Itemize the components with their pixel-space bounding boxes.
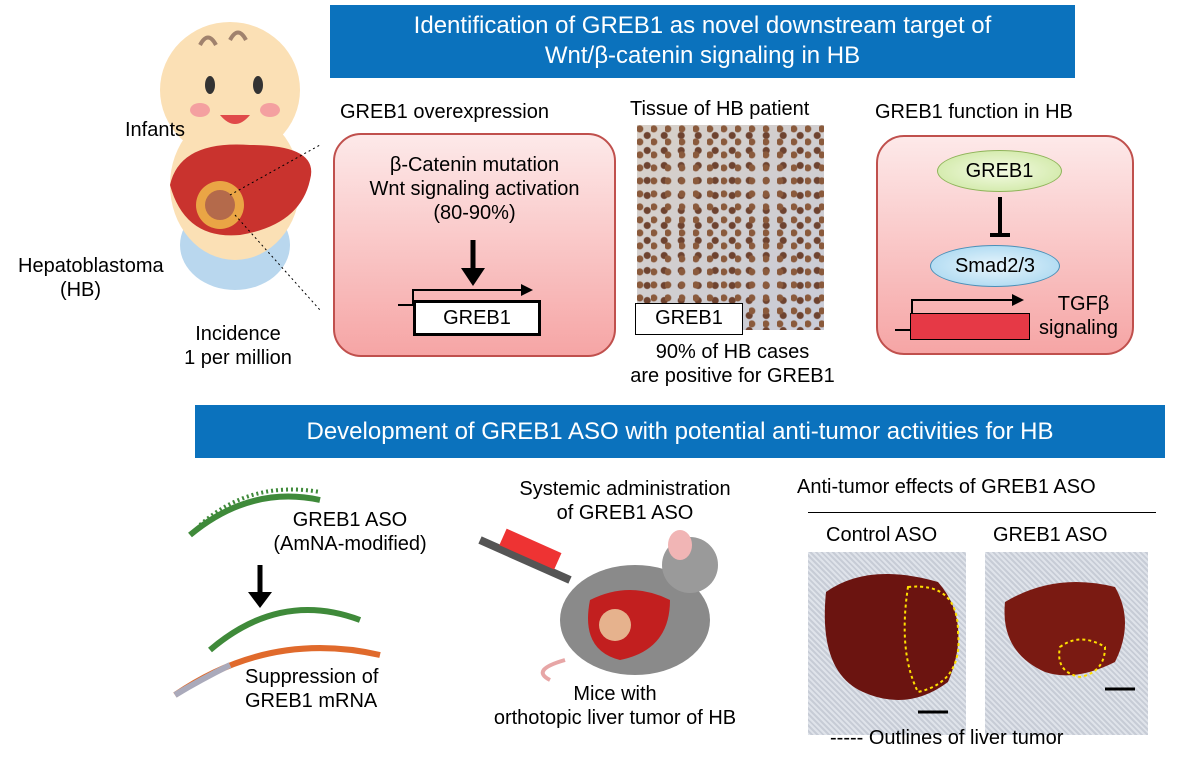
text: 90% of HB cases: [655, 341, 810, 363]
tissue-greb1-label: GREB1: [635, 303, 743, 335]
tissue-title: Tissue of HB patient: [630, 98, 810, 120]
control-liver-photo: [808, 552, 966, 735]
infants-label: Infants: [125, 119, 186, 141]
divider: [808, 512, 1156, 513]
banner-line: Wnt/β-catenin signaling in HB: [544, 42, 861, 69]
infant-illustration: [160, 22, 321, 311]
top-banner: Identification of GREB1 as novel downstr…: [330, 5, 1075, 78]
text: GREB1 ASO: [292, 509, 408, 531]
text: of GREB1 ASO: [556, 502, 694, 524]
effects-title: Anti-tumor effects of GREB1 ASO: [797, 476, 1096, 498]
text: Systemic administration: [519, 478, 731, 500]
text: (80-90%): [433, 202, 516, 224]
text: Mice with: [573, 683, 657, 705]
greb1-aso-label: GREB1 ASO: [993, 524, 1108, 546]
outline-legend: ----- Outlines of liver tumor: [830, 727, 1064, 749]
banner-line: Identification of GREB1 as novel downstr…: [413, 12, 992, 39]
overexpression-text: β-Catenin mutation Wnt signaling activat…: [333, 153, 616, 225]
text: (AmNA-modified): [273, 533, 427, 555]
inhibition-icon: [990, 197, 1010, 237]
text: Suppression of: [245, 666, 379, 688]
text: are positive for GREB1: [630, 365, 835, 387]
text: orthotopic liver tumor of HB: [493, 707, 737, 729]
text: 1 per million: [184, 347, 292, 369]
bottom-banner: Development of GREB1 ASO with potential …: [195, 405, 1165, 458]
text: GREB1 mRNA: [245, 690, 378, 712]
overexpression-title: GREB1 overexpression: [340, 101, 549, 123]
function-title: GREB1 function in HB: [875, 101, 1073, 123]
greb1-gene-box: GREB1: [413, 300, 541, 336]
tgfb-gene-box: [910, 313, 1030, 340]
liver: [1004, 582, 1135, 691]
text: TGFβ: [1057, 293, 1110, 315]
smad-node: Smad2/3: [930, 245, 1060, 287]
mouse-syringe-illustration: [478, 528, 718, 682]
greb1-node: GREB1: [937, 150, 1062, 192]
hb-label: Hepatoblastoma(HB): [18, 254, 164, 302]
arrow-icon: [398, 240, 533, 306]
text: signaling: [1039, 317, 1118, 339]
tissue-image: [637, 125, 824, 330]
text: β-Catenin mutation: [389, 154, 560, 176]
text: Hepatoblastoma: [18, 255, 164, 277]
greb1-liver-photo: [985, 552, 1148, 735]
aso-label: GREB1 ASO(AmNA-modified): [255, 508, 445, 556]
control-aso-label: Control ASO: [826, 524, 938, 546]
text: Incidence: [195, 323, 281, 345]
text: Wnt signaling activation: [369, 178, 580, 200]
text: (HB): [59, 279, 102, 301]
liver: [824, 574, 960, 714]
aso-strand-illustration: [173, 487, 381, 698]
